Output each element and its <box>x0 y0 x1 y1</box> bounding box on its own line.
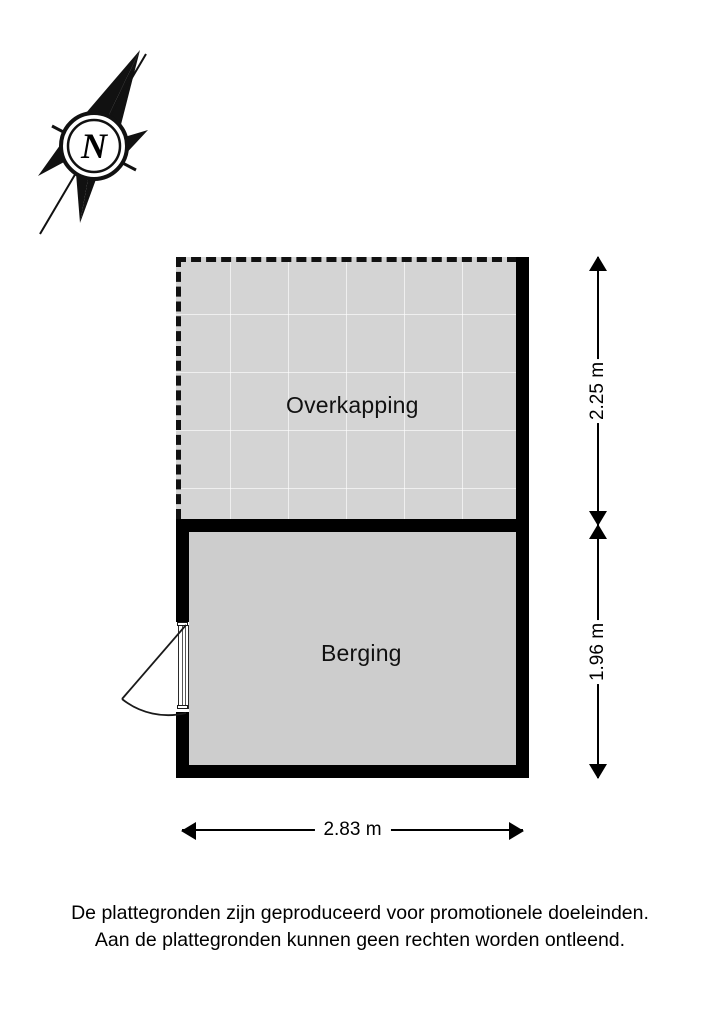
disclaimer-line-2: Aan de plattegronden kunnen geen rechten… <box>94 929 626 951</box>
room-berging[interactable] <box>121 519 529 778</box>
overkapping-open-edge-north <box>176 257 517 262</box>
overkapping-wall-east <box>516 257 529 519</box>
room-label-berging: Berging <box>321 640 402 666</box>
berging-door-leaf[interactable] <box>178 625 189 709</box>
room-overkapping[interactable] <box>176 257 529 519</box>
berging-door-swing-arc <box>116 619 196 719</box>
dimension-label: 2.83 m <box>314 817 391 843</box>
dimension-berging-depth: 1.96 m <box>578 524 618 779</box>
compass-north-label: N <box>80 126 109 166</box>
arrow-up-icon <box>589 256 607 271</box>
overkapping-floor-tiles <box>176 257 516 519</box>
floorplan-drawing: Overkapping Berging 2.25 m 1.96 m 2.83 m <box>121 256 618 848</box>
berging-door-jamb-top <box>177 622 188 626</box>
arrow-left-icon <box>181 822 196 840</box>
dimension-label: 2.25 m <box>581 358 615 424</box>
overkapping-open-edge-west <box>176 257 181 519</box>
compass-rose-icon: N <box>28 48 156 238</box>
berging-door-jamb-bottom <box>177 705 188 709</box>
dimension-overkapping-depth: 2.25 m <box>578 256 618 526</box>
arrow-right-icon <box>509 822 524 840</box>
disclaimer-line-1: De plattegronden zijn geproduceerd voor … <box>71 902 649 924</box>
arrow-up-icon <box>589 524 607 539</box>
disclaimer: De plattegronden zijn geproduceerd voor … <box>0 900 720 954</box>
dimension-label: 1.96 m <box>581 619 615 684</box>
arrow-down-icon <box>589 511 607 526</box>
arrow-down-icon <box>589 764 607 779</box>
room-label-overkapping: Overkapping <box>286 392 419 418</box>
berging-walls <box>176 519 529 778</box>
dimension-total-width: 2.83 m <box>181 812 524 848</box>
